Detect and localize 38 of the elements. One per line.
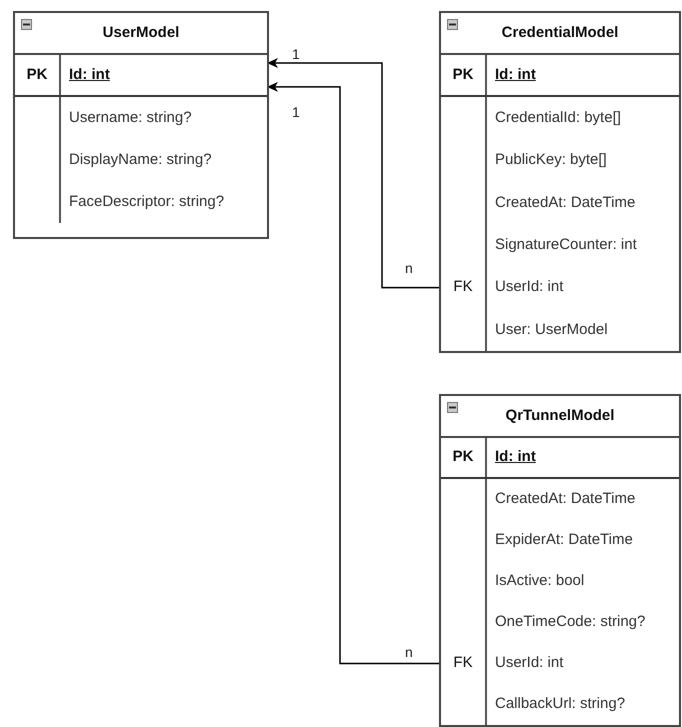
cardinality-label: n bbox=[405, 643, 413, 662]
table-row bbox=[441, 438, 679, 479]
cardinality-label: 1 bbox=[292, 45, 300, 64]
field-name: SignatureCounter: int bbox=[495, 235, 637, 256]
cardinality-label: 1 bbox=[292, 103, 300, 122]
key-label: PK bbox=[452, 64, 474, 85]
key-label: PK bbox=[26, 64, 48, 85]
key-label: FK bbox=[453, 277, 473, 298]
field-name: DisplayName: string? bbox=[69, 150, 212, 170]
field-name: UserId: int bbox=[495, 277, 564, 298]
table-title: QrTunnelModel bbox=[506, 406, 614, 426]
field-name: Id: int bbox=[69, 64, 110, 85]
cardinality-label: n bbox=[405, 259, 413, 278]
table-title: UserModel bbox=[102, 22, 180, 43]
field-name: Id: int bbox=[495, 447, 536, 468]
field-name: User: UserModel bbox=[495, 320, 608, 340]
key-label: FK bbox=[453, 653, 473, 674]
entity-table bbox=[439, 394, 681, 727]
field-name: CreatedAt: DateTime bbox=[495, 489, 636, 510]
field-name: ExpiderAt: DateTime bbox=[495, 530, 633, 550]
field-name: CredentialId: byte[] bbox=[495, 108, 621, 128]
relationship-connector bbox=[267, 58, 441, 288]
field-name: IsActive: bool bbox=[495, 571, 584, 592]
field-name: Id: int bbox=[495, 64, 536, 85]
entity-table bbox=[439, 11, 681, 354]
field-name: UserId: int bbox=[495, 653, 564, 674]
table-title: CredentialModel bbox=[502, 22, 618, 43]
field-name: CreatedAt: DateTime bbox=[495, 192, 636, 213]
table-row bbox=[441, 55, 679, 98]
key-label: PK bbox=[452, 447, 474, 468]
field-name: PublicKey: byte[] bbox=[495, 150, 607, 170]
field-name: FaceDescriptor: string? bbox=[69, 192, 224, 212]
table-row bbox=[15, 55, 267, 97]
field-name: Username: string? bbox=[69, 108, 192, 128]
field-name: CallbackUrl: string? bbox=[495, 694, 626, 714]
field-name: OneTimeCode: string? bbox=[495, 612, 646, 632]
entity-table bbox=[13, 11, 269, 239]
relationship-connector bbox=[267, 82, 441, 664]
